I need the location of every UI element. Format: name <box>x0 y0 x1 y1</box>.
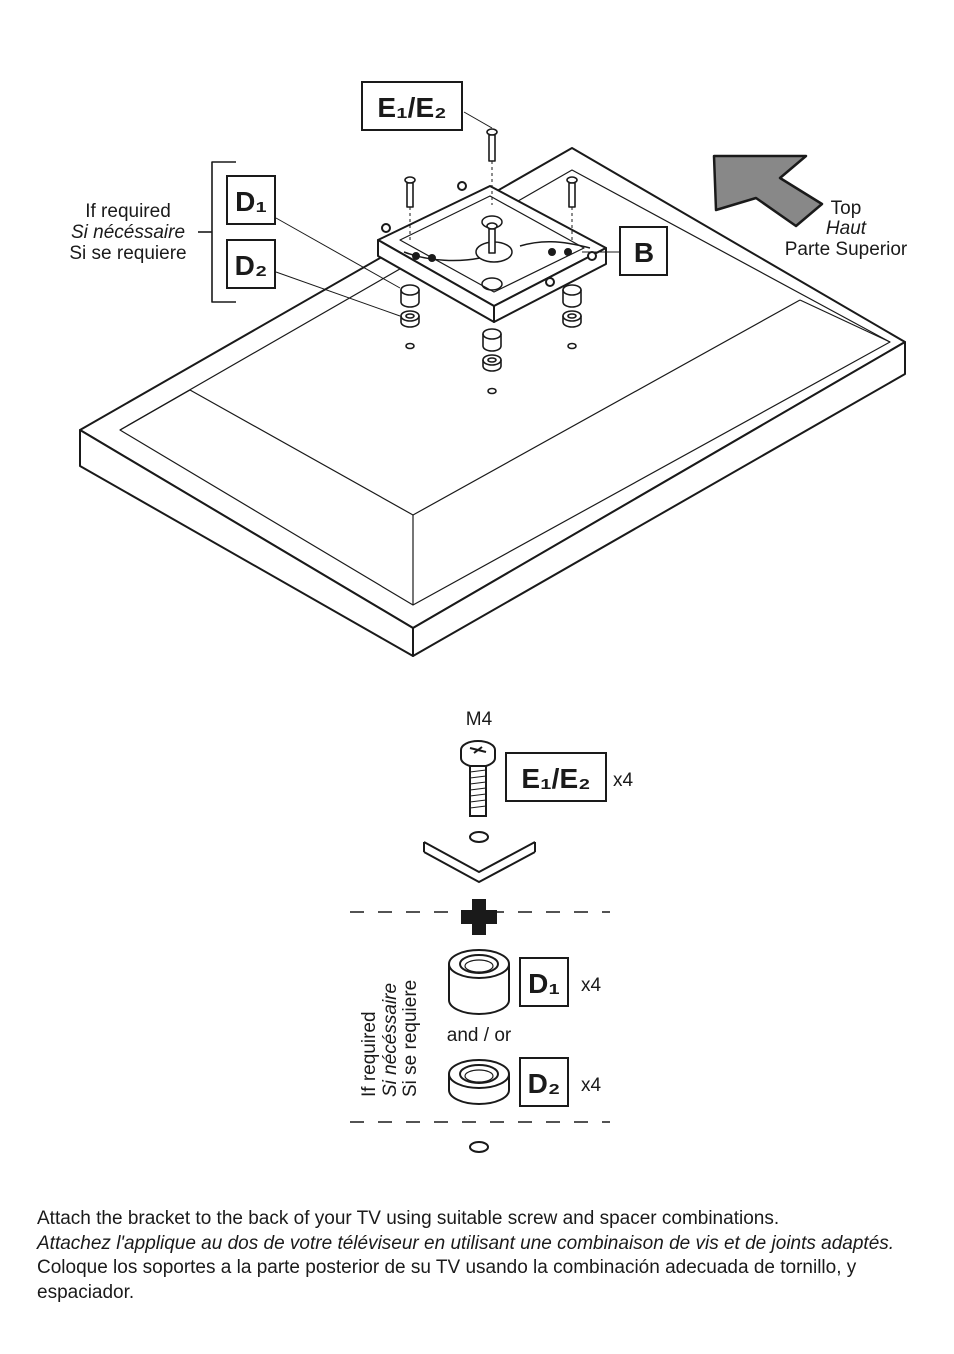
label-d2-bottom-text: D₂ <box>528 1068 561 1099</box>
spacers-below-bracket <box>400 284 582 395</box>
if-required-es-bottom: Si se requiere <box>400 980 421 1097</box>
instruction-en: Attach the bracket to the back of your T… <box>37 1208 780 1229</box>
top-label-fr: Haut <box>826 218 867 239</box>
label-e1e2-top: E₁/E₂ <box>361 81 463 131</box>
and-or-label: and / or <box>447 1025 512 1046</box>
leader-lines <box>275 111 620 317</box>
if-required-en-top: If required <box>85 201 171 222</box>
qty-screw: x4 <box>613 770 634 791</box>
hardware-detail <box>350 740 610 1153</box>
qty-d2: x4 <box>581 1075 602 1096</box>
if-required-fr-bottom: Si nécéssaire <box>380 983 401 1097</box>
label-d1-bottom: D₁ <box>519 957 569 1007</box>
qty-d1: x4 <box>581 975 602 996</box>
if-required-es-top: Si se requiere <box>69 243 186 264</box>
label-d1-top-text: D₁ <box>235 186 267 217</box>
instruction-fr: Attachez l'applique au dos de votre télé… <box>37 1232 895 1254</box>
label-d1-top: D₁ <box>226 175 276 225</box>
spacer-d1-icon <box>448 949 510 1015</box>
label-e1e2-bottom-text: E₁/E₂ <box>521 763 590 794</box>
if-required-fr-top: Si nécéssaire <box>71 222 185 243</box>
screw-hole-icon <box>469 831 489 843</box>
m4-screw-icon <box>460 740 496 817</box>
top-arrow-icon <box>712 154 824 228</box>
label-b-text: B <box>634 237 654 268</box>
label-e1e2-top-text: E₁/E₂ <box>377 92 446 123</box>
instruction-es: Coloque los soportes a la parte posterio… <box>37 1257 857 1303</box>
if-required-vertical: If required Si nécéssaire Si se requiere <box>359 980 421 1097</box>
label-d2-top: D₂ <box>226 239 276 289</box>
label-d2-top-text: D₂ <box>235 250 268 281</box>
screw-size-label: M4 <box>466 709 493 730</box>
label-e1e2-bottom: E₁/E₂ <box>505 752 607 802</box>
if-required-en-bottom: If required <box>359 1011 380 1097</box>
assembly-diagram: E₁/E₂ D₁ D₂ B If required Si nécéssaire … <box>69 81 908 1153</box>
mounting-screws <box>404 128 578 254</box>
spacer-d2-icon <box>448 1059 510 1105</box>
screw-hole-icon-bottom <box>469 1141 489 1153</box>
plus-icon <box>461 899 497 935</box>
label-b: B <box>619 226 668 276</box>
label-d2-bottom: D₂ <box>519 1057 569 1107</box>
label-d1-bottom-text: D₁ <box>528 968 560 999</box>
top-label-en: Top <box>831 198 862 219</box>
instructions: Attach the bracket to the back of your T… <box>37 1207 917 1305</box>
panel-surface-icon <box>423 841 536 874</box>
top-label-es: Parte Superior <box>785 239 908 260</box>
